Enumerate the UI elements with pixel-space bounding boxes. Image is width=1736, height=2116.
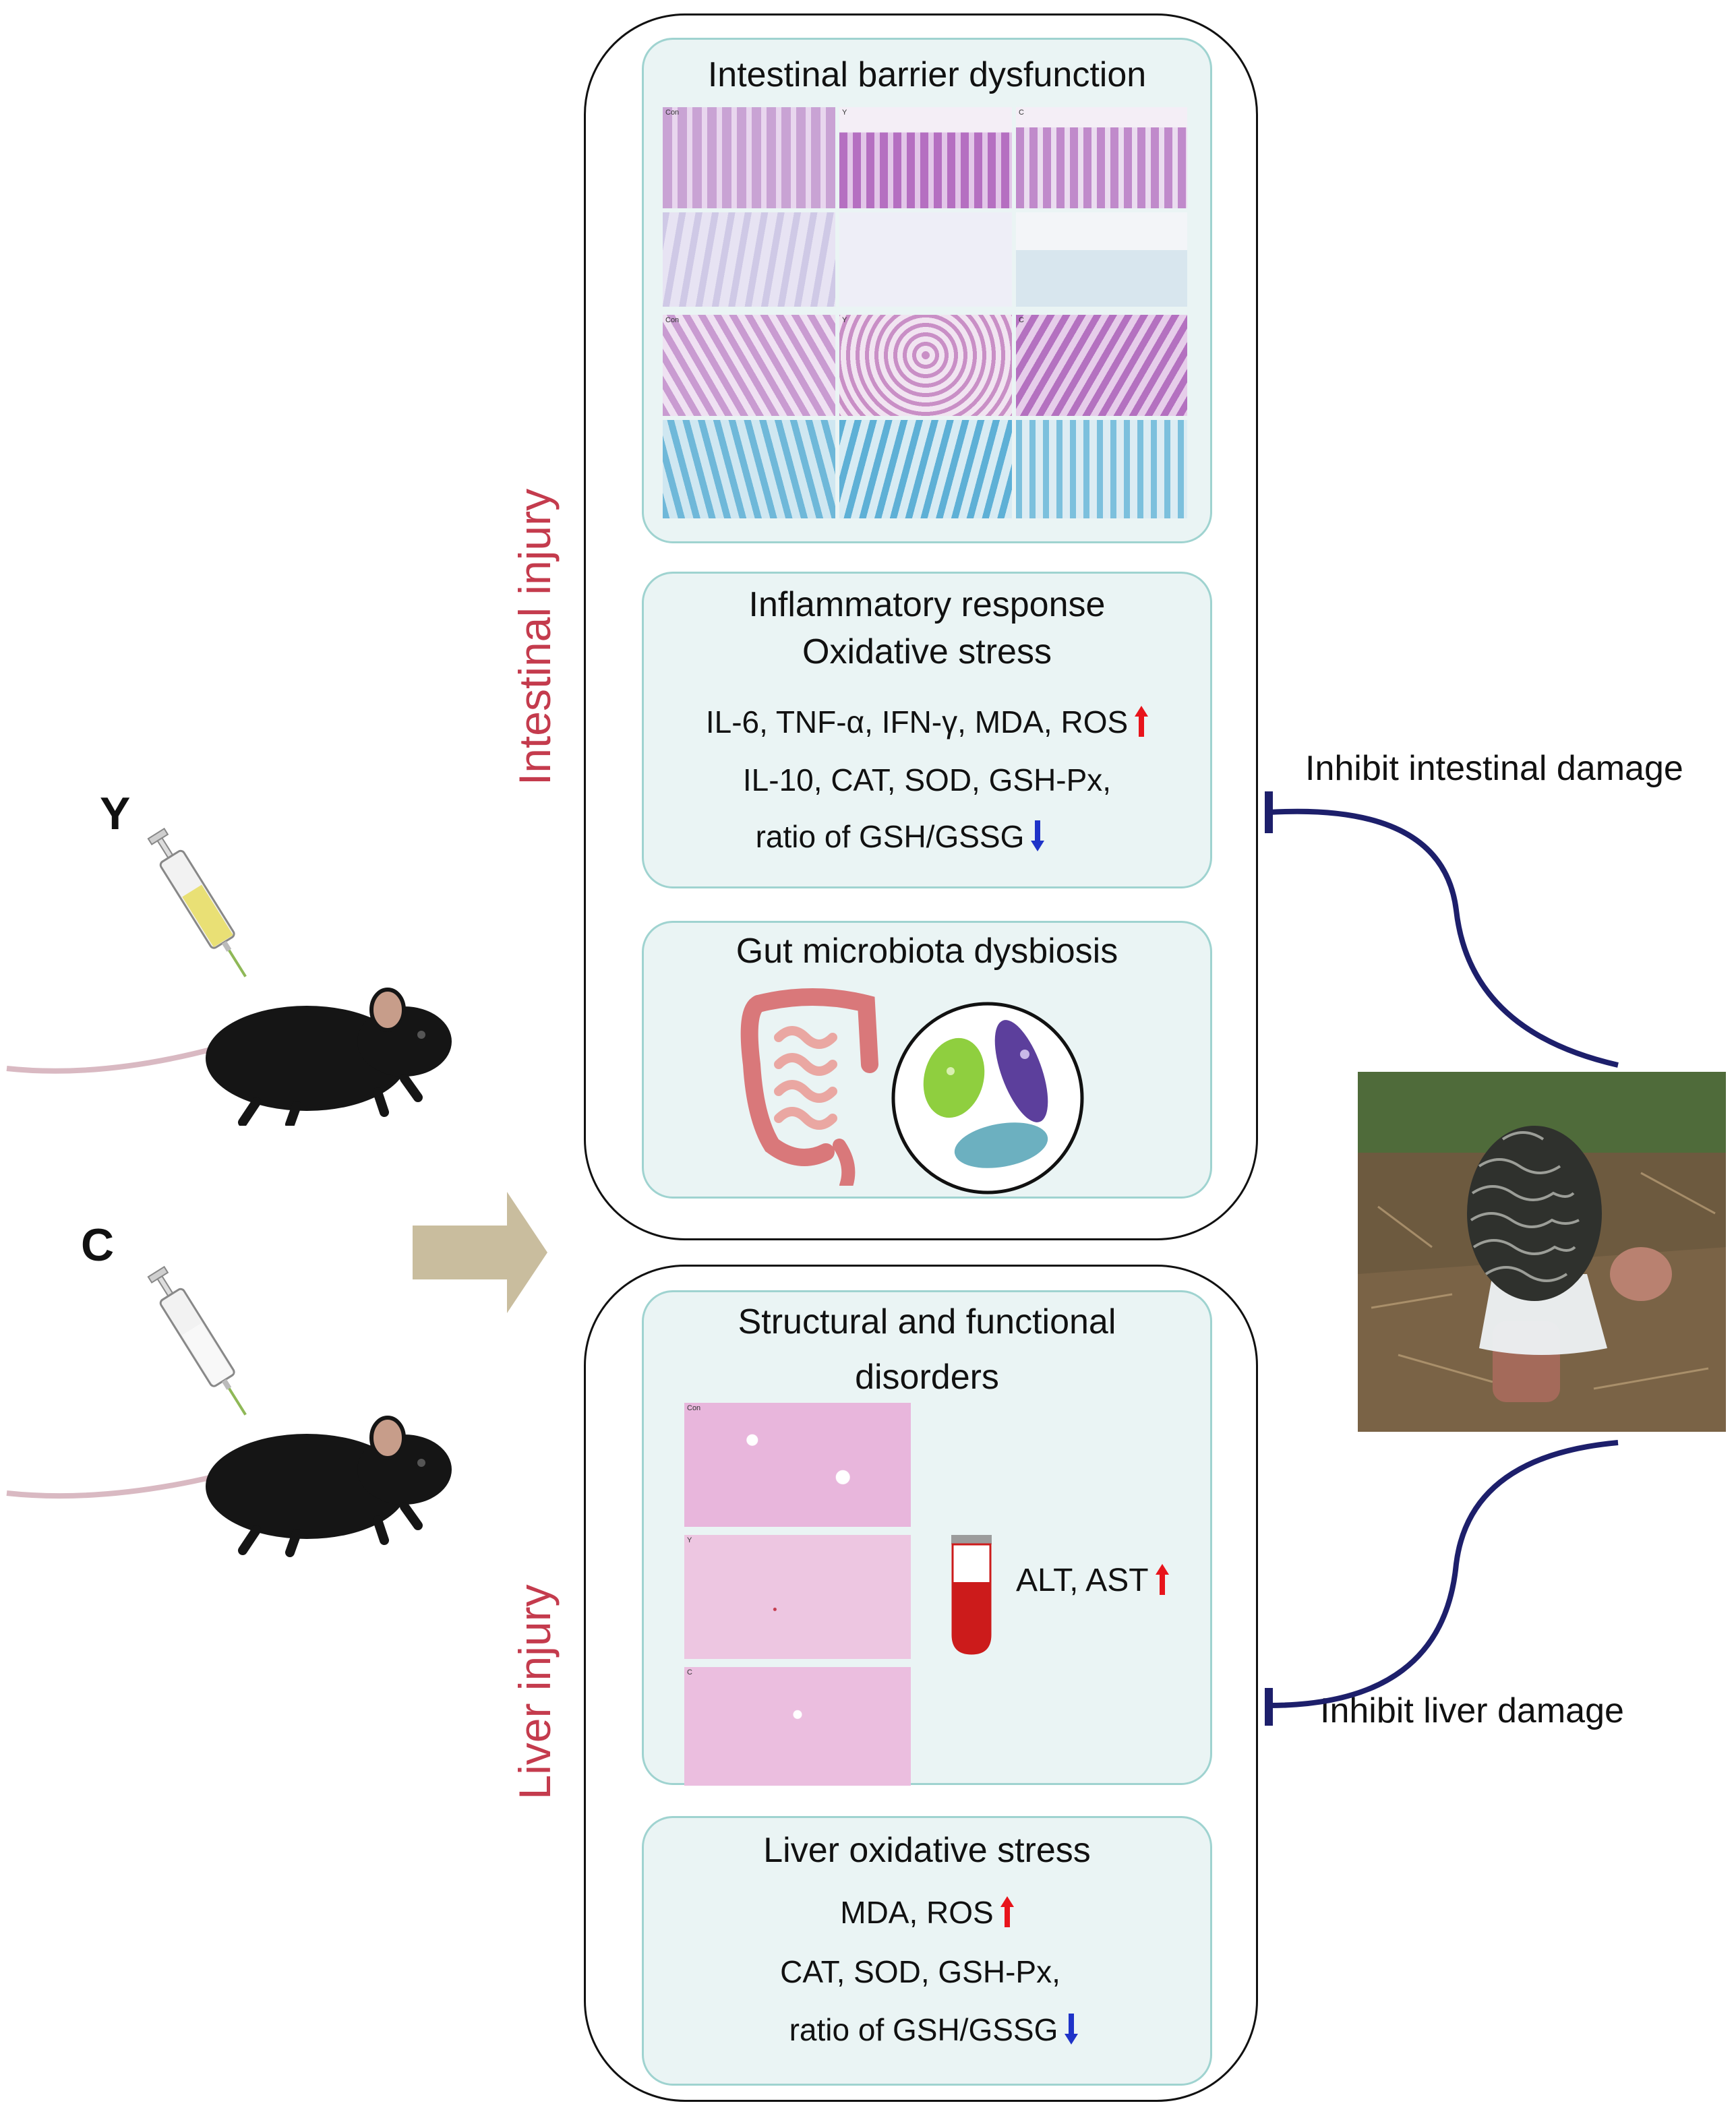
histology-label: Con: [665, 316, 680, 324]
barrier-dysfunction-panel: Intestinal barrier dysfunction Con Y C C…: [642, 38, 1212, 543]
down-arrow-icon: [1031, 820, 1045, 851]
gut-microbiota-panel: Gut microbiota dysbiosis: [642, 921, 1212, 1199]
liver-upregulated-markers: MDA, ROS: [644, 1892, 1210, 1933]
histology-image: [839, 107, 1012, 208]
histology-image: [663, 212, 835, 307]
blood-tube-icon: [951, 1535, 992, 1655]
downregulated-markers-text: ratio of GSH/GSSG: [755, 819, 1025, 854]
inflammatory-oxidative-panel: Inflammatory response Oxidative stress I…: [642, 572, 1212, 888]
upregulated-markers: IL-6, TNF-α, IFN-γ, MDA, ROS: [644, 702, 1210, 742]
microbiota-circle-icon: [891, 1002, 1084, 1195]
structural-functional-panel: Structural and functional disorders Con …: [642, 1290, 1212, 1786]
liver-oxidative-title: Liver oxidative stress: [763, 1831, 1091, 1870]
syringe-c-icon: [147, 1265, 247, 1416]
mouse-c-icon: [6, 1416, 452, 1557]
liver-downregulated-text: ratio of GSH/GSSG: [789, 2012, 1058, 2047]
liver-upregulated-text: MDA, ROS: [840, 1895, 994, 1930]
histology-image: [839, 420, 1012, 518]
liver-downregulated-line1: CAT, SOD, GSH-Px,: [780, 1954, 1060, 1989]
liver-downregulated-markers: ratio of GSH/GSSG: [657, 2009, 1210, 2050]
syringe-y-icon: [147, 827, 247, 977]
histology-grid: Con Y C Con Y C: [663, 107, 1187, 518]
histology-image: [1016, 420, 1187, 518]
oxidative-title: Oxidative stress: [802, 632, 1052, 671]
liver-histology-y: [684, 1535, 911, 1659]
liver-histology-c: [684, 1667, 911, 1786]
histology-image: [1016, 107, 1187, 208]
up-arrow-icon: [1000, 1896, 1014, 1927]
microbiota-title: Gut microbiota dysbiosis: [736, 932, 1118, 971]
intestine-icon: [740, 988, 878, 1186]
histology-label: Y: [842, 109, 847, 117]
flow-arrow-icon: [413, 1192, 547, 1313]
liver-histology-label: C: [687, 1668, 692, 1676]
liver-histology-con: [684, 1403, 911, 1527]
liver-injury-label: Liver injury: [510, 1584, 560, 1800]
down-arrow-icon: [1065, 2014, 1079, 2045]
liver-enzymes: ALT, AST: [1016, 1562, 1169, 1599]
histology-image: [663, 420, 835, 518]
histology-image: [663, 107, 835, 208]
liver-oxidative-panel: Liver oxidative stress MDA, ROS CAT, SOD…: [642, 1816, 1212, 2086]
inhibit-liver-curve-icon: [1265, 1440, 1619, 1726]
histology-label: C: [1019, 316, 1024, 324]
histology-image: [663, 315, 835, 416]
group-c-label: C: [81, 1219, 115, 1271]
histology-image: [1016, 212, 1187, 307]
inhibit-liver-label: Inhibit liver damage: [1320, 1691, 1624, 1730]
inhibit-intestinal-curve-icon: [1265, 791, 1619, 1068]
structural-title-line2: disorders: [855, 1358, 999, 1397]
histology-label: Y: [842, 316, 847, 324]
liver-enzymes-text: ALT, AST: [1016, 1563, 1149, 1598]
downregulated-markers-line1: IL-10, CAT, SOD, GSH-Px,: [742, 762, 1112, 797]
intestinal-injury-label: Intestinal injury: [510, 488, 560, 786]
histology-image: [839, 212, 1012, 307]
group-y-label: Y: [100, 788, 131, 839]
barrier-title: Intestinal barrier dysfunction: [707, 55, 1147, 94]
liver-histology-label: Y: [687, 1536, 692, 1544]
inhibit-intestinal-label: Inhibit intestinal damage: [1305, 749, 1683, 788]
up-arrow-icon: [1155, 1564, 1169, 1595]
histology-image: [1016, 315, 1187, 416]
mouse-y-icon: [6, 988, 452, 1126]
histology-label: C: [1019, 109, 1024, 117]
histology-label: Con: [665, 109, 680, 117]
liver-histology-label: Con: [687, 1404, 701, 1412]
mushroom-photo: [1358, 1072, 1726, 1432]
histology-image: [839, 315, 1012, 416]
up-arrow-icon: [1135, 706, 1149, 737]
upregulated-markers-text: IL-6, TNF-α, IFN-γ, MDA, ROS: [705, 704, 1129, 739]
inflammatory-title: Inflammatory response: [748, 585, 1106, 624]
downregulated-markers: ratio of GSH/GSSG: [590, 816, 1210, 857]
structural-title: Structural and functional: [738, 1302, 1116, 1341]
